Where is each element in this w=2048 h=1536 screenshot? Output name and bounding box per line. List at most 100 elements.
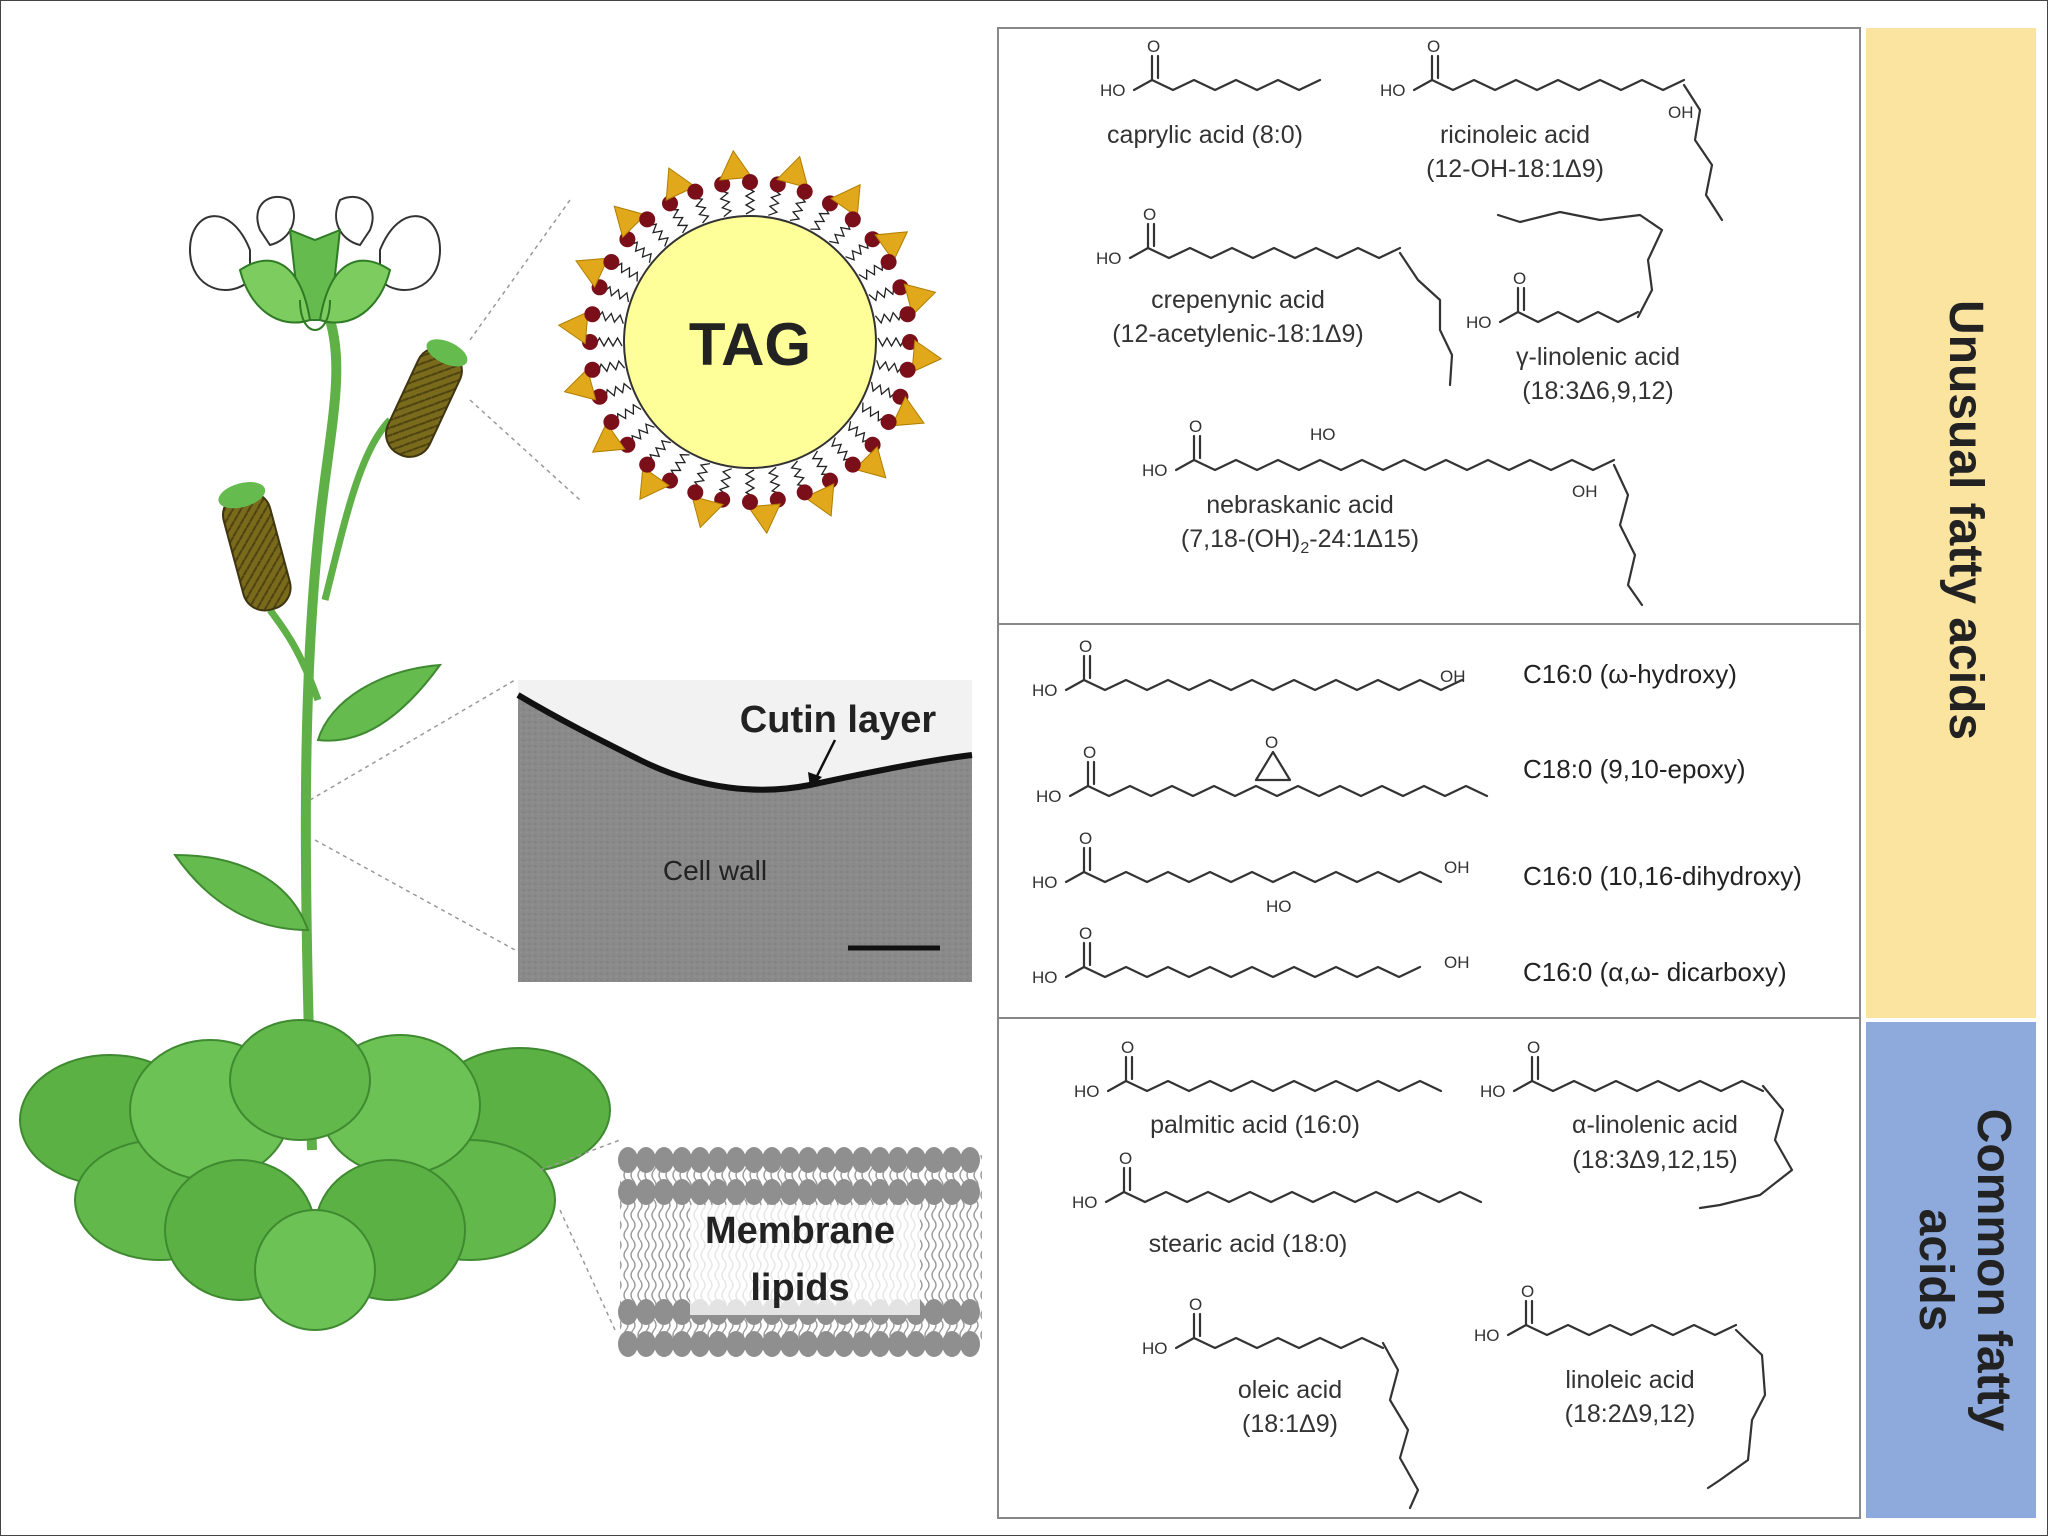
lipid-head — [762, 1179, 782, 1205]
acid-name-nebraskanic: nebraskanic acid — [1206, 491, 1394, 519]
acid-formula-ricinoleic: (12-OH-18:1Δ9) — [1426, 155, 1604, 183]
bond — [1104, 1190, 1126, 1204]
hydroxyl-group-label: HO — [1142, 1339, 1168, 1358]
lipid-head — [618, 1147, 638, 1173]
linoleic-tail — [1706, 1328, 1767, 1490]
hydroxyl-group-label: HO — [1142, 461, 1168, 480]
phospholipid-head — [584, 306, 601, 323]
hydroxyl-group-label: OH — [1444, 858, 1470, 877]
lipid-head — [780, 1331, 800, 1357]
oleic-chain — [1192, 1336, 1385, 1350]
phospholipid-tail — [602, 285, 630, 303]
oleosin-protein — [665, 167, 697, 201]
bond — [1132, 78, 1154, 92]
oleosin-protein — [747, 503, 782, 535]
phospholipid-head — [899, 306, 916, 323]
phospholipid-tail — [594, 336, 623, 348]
oxygen-label: O — [1427, 37, 1440, 56]
oxygen-label: O — [1119, 1149, 1132, 1168]
oxygen-label: O — [1143, 205, 1156, 224]
lipid-head — [888, 1331, 908, 1357]
phospholipid-tail — [870, 381, 898, 399]
phospholipid-tail — [668, 209, 689, 234]
phospholipid-tail — [744, 469, 756, 498]
cutin-micrograph: Cutin layer Cell wall — [516, 680, 973, 982]
phospholipid-tail — [718, 189, 733, 218]
common-category-label-line2: acids — [1909, 1209, 1962, 1332]
lipid-head — [636, 1331, 656, 1357]
hydroxyl-group-label: O — [1265, 733, 1278, 752]
oleosin-protein — [639, 466, 671, 501]
hydroxyl-group-label: OH — [1440, 667, 1466, 686]
unusual-acid-names: caprylic acid (8:0) ricinoleic acid (12-… — [1107, 121, 1680, 557]
oxygen-label: O — [1121, 1038, 1134, 1057]
lipid-head — [888, 1179, 908, 1205]
ricinoleic-tail — [1682, 83, 1724, 222]
stem-leaf — [316, 663, 443, 742]
lipid-head — [672, 1299, 692, 1325]
hydroxyl-group-label: OH — [1572, 482, 1598, 501]
oleosin-protein — [853, 445, 887, 479]
oxygen-label: O — [1079, 637, 1092, 656]
phospholipid-tail — [693, 197, 710, 224]
phospholipid-tail — [693, 462, 711, 490]
phospholipid-tail — [790, 460, 807, 487]
hydroxyl-group-label: HO — [1032, 968, 1058, 987]
bond — [1174, 1336, 1196, 1350]
oleosin-protein — [776, 155, 809, 189]
acid-formula-alpha-linolenic: (18:3Δ9,12,15) — [1572, 1146, 1737, 1174]
oleosin-protein — [575, 257, 609, 289]
phospholipid-tail — [744, 186, 756, 215]
lipid-head — [834, 1179, 854, 1205]
phospholipid-head — [899, 361, 916, 378]
palmitic-chain — [1124, 1079, 1443, 1093]
lipid-head — [636, 1147, 656, 1173]
oxygen-label: O — [1513, 269, 1526, 288]
unusual-category-label: Unusual fatty acids — [1939, 300, 1992, 740]
membrane-bilayer: Membrane lipids — [618, 1147, 982, 1357]
lipid-head — [816, 1331, 836, 1357]
lipid-head — [780, 1147, 800, 1173]
oleosin-protein — [718, 149, 753, 181]
oleosin-protein — [874, 231, 909, 263]
phospholipid-head — [687, 183, 704, 200]
lipid-head — [672, 1331, 692, 1357]
phospholipid-tail — [647, 223, 669, 247]
bond — [1128, 246, 1150, 260]
oleosin-protein — [829, 183, 861, 218]
lipid-head — [690, 1179, 710, 1205]
phospholipid-tail — [811, 450, 832, 475]
silique — [385, 339, 468, 458]
phospholipid-tail — [877, 336, 906, 348]
phospholipid-head — [742, 174, 758, 190]
phospholipid-head — [844, 456, 861, 473]
linoleic-chain — [1524, 1323, 1738, 1337]
cutin-monomer-4: C16:0 (α,ω- dicarboxy) — [1523, 957, 1787, 987]
lipid-head — [618, 1299, 638, 1325]
membrane-label-line2: lipids — [750, 1267, 849, 1309]
hydroxyl-group-label: HO — [1096, 249, 1122, 268]
lipid-head — [762, 1147, 782, 1173]
bond — [1174, 458, 1196, 472]
bond — [1498, 310, 1520, 324]
hydroxyl-group-label: HO — [1100, 81, 1126, 100]
acid-formula-nebraskanic: (7,18-(OH)2-24:1Δ15) — [1181, 525, 1419, 557]
oxygen-label: O — [1079, 924, 1092, 943]
alinolenic-chain — [1530, 1079, 1765, 1093]
lipid-head — [654, 1179, 674, 1205]
lipid-head — [942, 1331, 962, 1357]
phospholipid-tail — [829, 220, 851, 244]
phospholipid-tail — [845, 239, 869, 261]
phospholipid-tail — [874, 310, 903, 325]
acid-formula-oleic: (18:1Δ9) — [1242, 1410, 1338, 1438]
phospholipid-tail — [649, 440, 671, 464]
phospholipid-tail — [605, 382, 632, 399]
flower-cluster — [188, 195, 442, 331]
phospholipid-head — [591, 388, 608, 405]
lipid-head — [708, 1147, 728, 1173]
hydroxyl-group-label: HO — [1380, 81, 1406, 100]
lipid-head — [870, 1331, 890, 1357]
ricinoleic-chain — [1430, 78, 1686, 92]
